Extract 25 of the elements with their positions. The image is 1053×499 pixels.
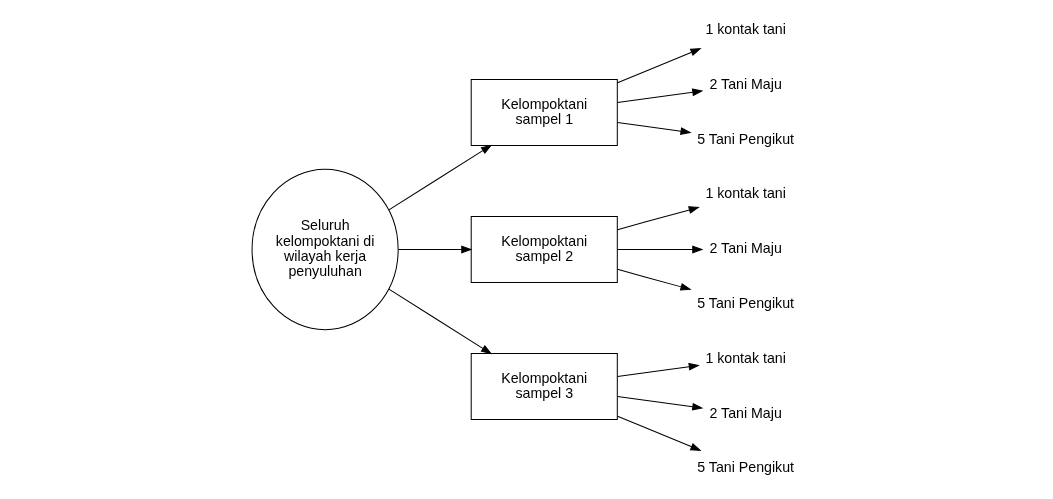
arrow [617,206,700,231]
arrow [617,48,702,84]
arrow [617,121,692,135]
node-text: 1 kontak tani [705,185,786,202]
arrow [617,362,700,378]
node-text: 1 kontak tani [705,21,786,38]
node-box: Kelompoktani sampel 1 [470,79,618,146]
node-box: Kelompoktani sampel 2 [470,216,618,283]
arrow [388,144,493,211]
arrow [617,415,702,451]
arrow [617,88,704,104]
arrow [388,288,493,355]
node-text: 5 Tani Pengikut [697,295,795,312]
node-text: 2 Tani Maju [709,404,782,421]
arrow [617,268,692,291]
node-text: 2 Tani Maju [709,75,782,92]
node-box: Kelompoktani sampel 3 [470,353,618,420]
arrow [617,245,704,254]
node-text: 2 Tani Maju [709,240,782,257]
node-circle: Seluruh kelompoktani di wilayah kerja penyuluhan [251,168,399,331]
node-text: 1 kontak tani [705,349,786,366]
arrow [397,245,473,254]
node-text: 5 Tani Pengikut [697,130,795,147]
node-text: 5 Tani Pengikut [697,459,795,476]
arrow [617,395,704,411]
